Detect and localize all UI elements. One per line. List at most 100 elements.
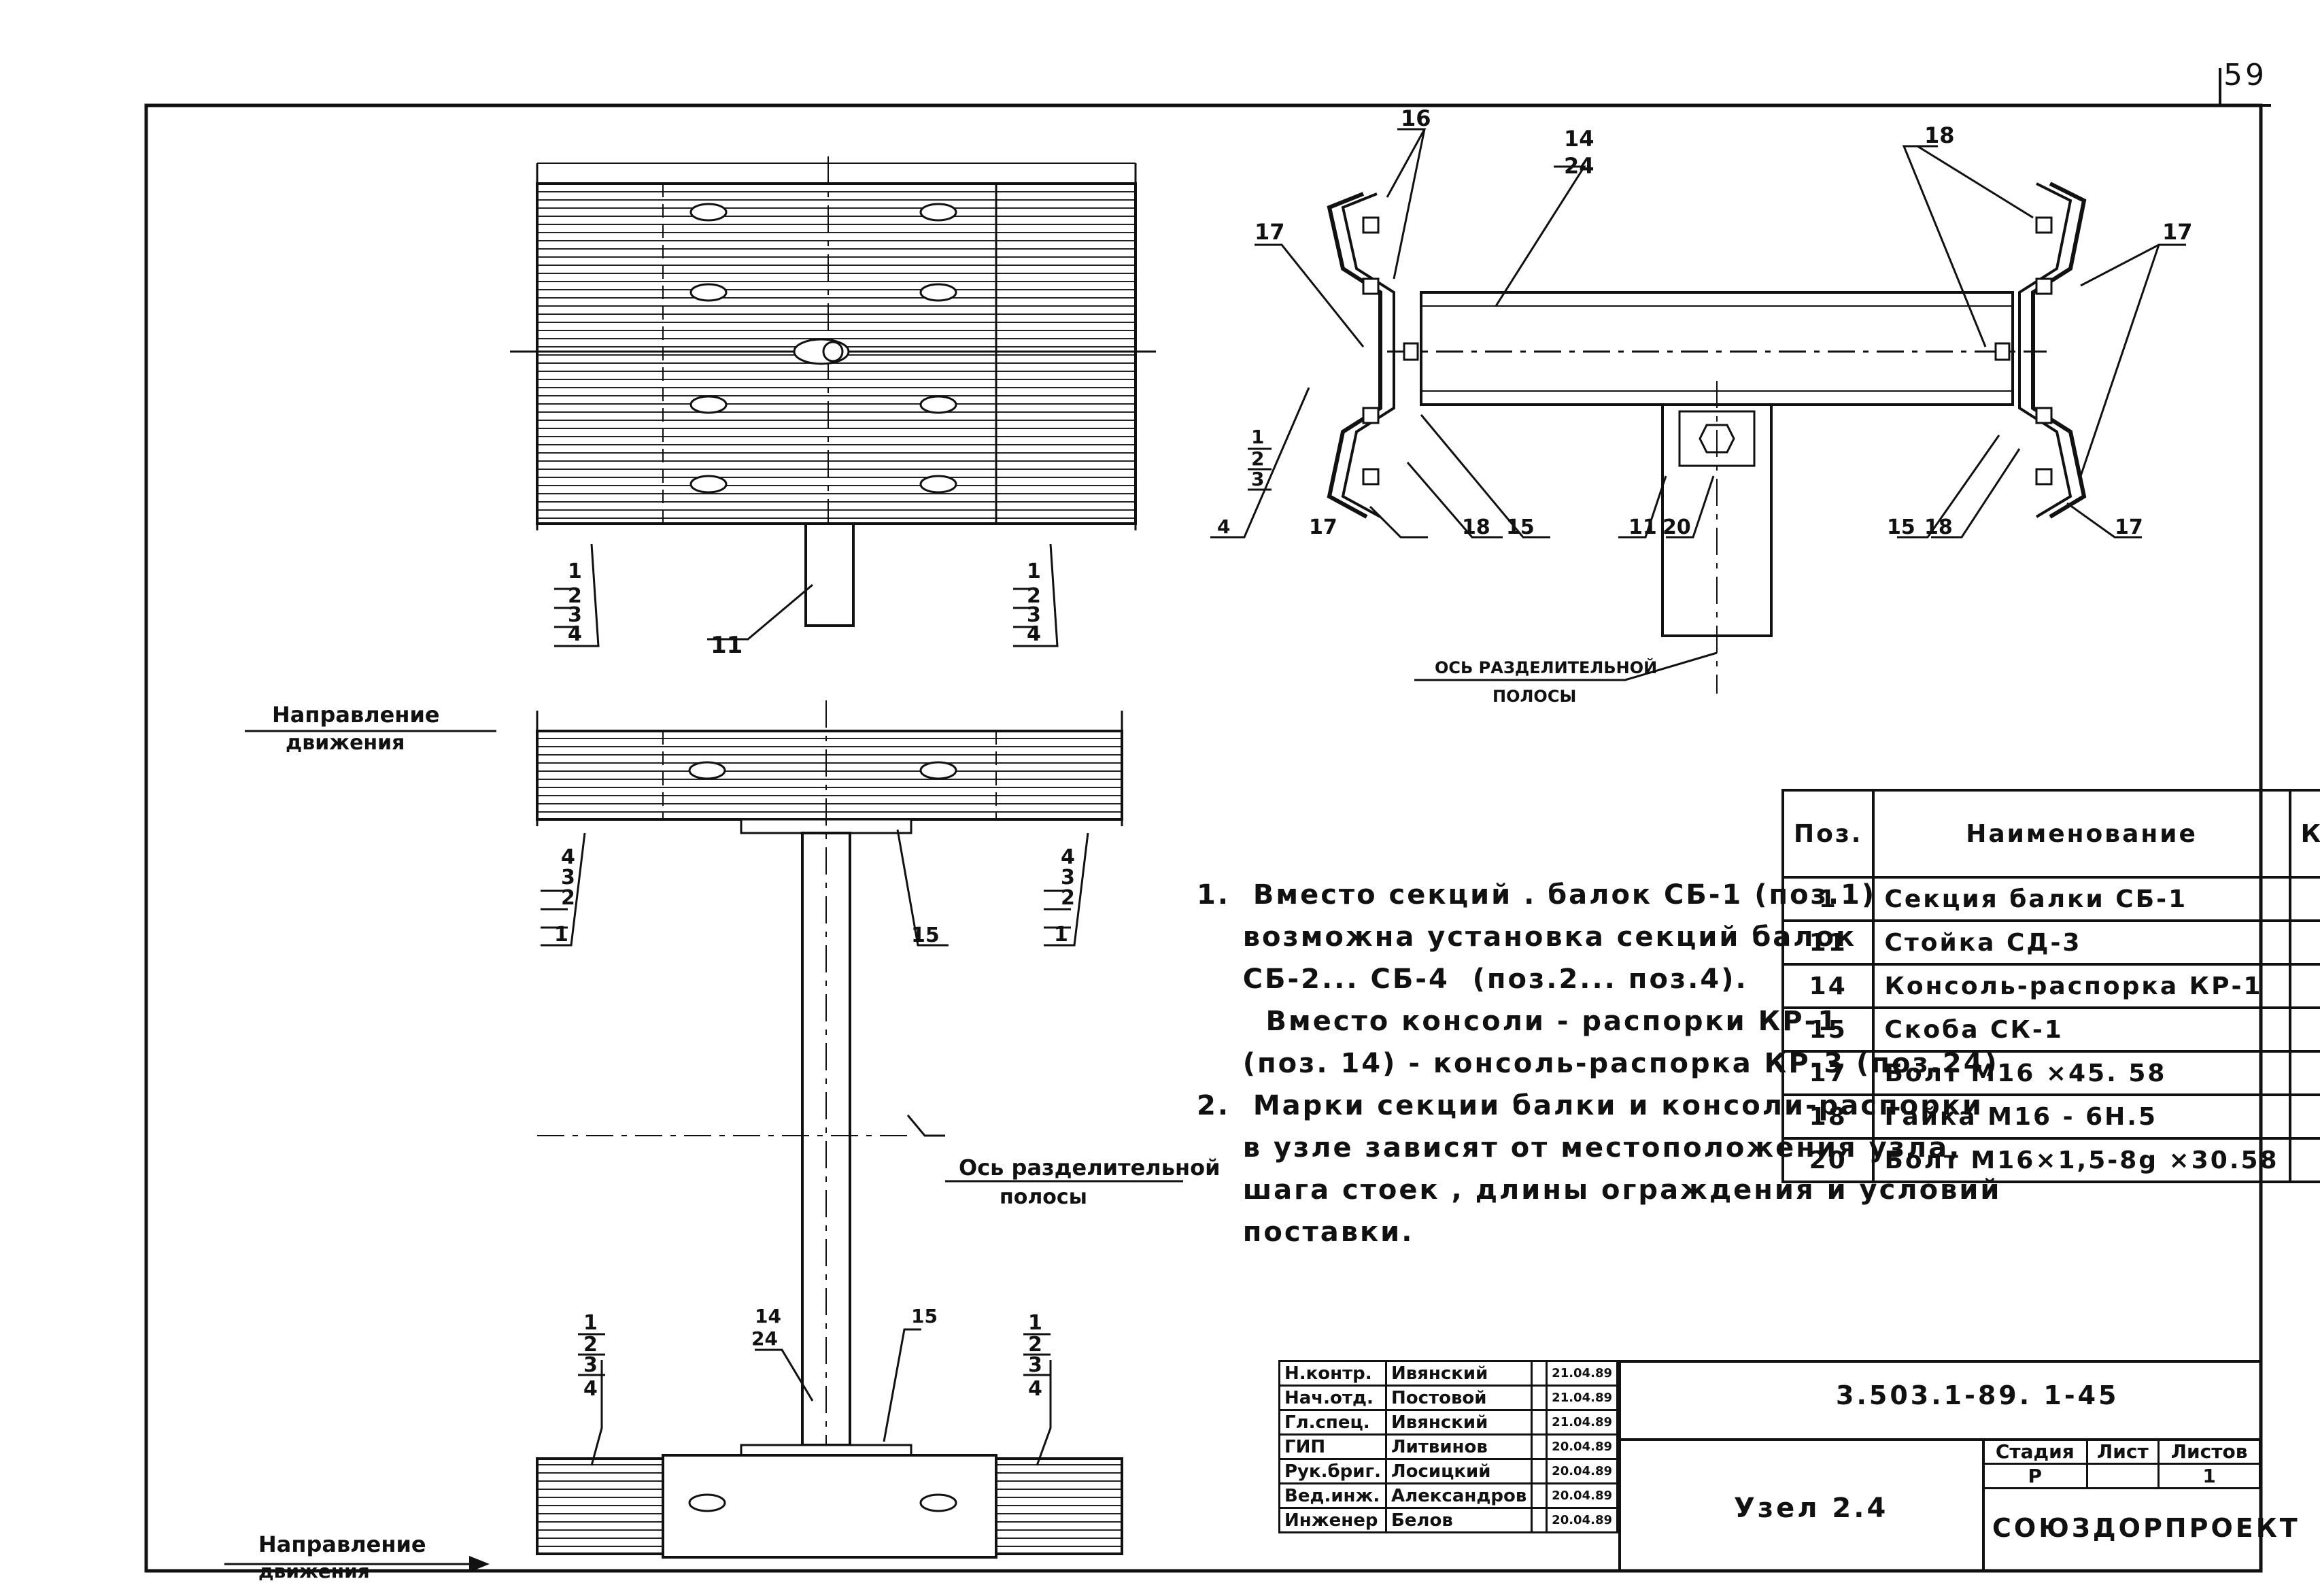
staff-date: 21.04.89: [1546, 1409, 1618, 1436]
svg-text:17: 17: [1255, 219, 1285, 245]
spec-qty: 2: [2288, 1006, 2320, 1053]
bolt-hole: [689, 475, 728, 494]
svg-text:2: 2: [1251, 447, 1264, 470]
signature: [1531, 1360, 1548, 1387]
sheet-number: 59: [2223, 58, 2267, 92]
spec-pos: 1: [1781, 876, 1875, 922]
post-plan: [804, 522, 855, 627]
staff-role: Инженер: [1278, 1507, 1387, 1533]
spec-header: Поз.: [1781, 789, 1875, 879]
stage-value-row: Р 1: [1982, 1463, 2261, 1489]
spec-name: Скоба СК-1: [1872, 1006, 2291, 1053]
svg-text:2: 2: [561, 886, 575, 910]
svg-text:16: 16: [1401, 105, 1431, 131]
svg-text:1: 1: [583, 1311, 598, 1335]
bolt-hole: [689, 395, 728, 414]
staff-date: 21.04.89: [1546, 1360, 1618, 1387]
staff-name: Лосицкий: [1384, 1458, 1533, 1484]
svg-text:2: 2: [1028, 1333, 1042, 1357]
bolt-hole: [919, 203, 957, 222]
svg-text:14: 14: [755, 1305, 781, 1327]
staff-name: Ивянский: [1384, 1409, 1533, 1436]
staff-name: Литвинов: [1384, 1433, 1533, 1460]
svg-text:15: 15: [911, 1305, 938, 1327]
staff-name: Белов: [1384, 1507, 1533, 1533]
stage-header: Листов: [2157, 1438, 2261, 1465]
svg-text:2: 2: [583, 1333, 598, 1357]
spec-pos: 11: [1781, 919, 1875, 966]
table-row: 18 Гайка М16 - 6Н.5 19: [1781, 1093, 2320, 1140]
svg-text:1: 1: [1054, 923, 1068, 947]
svg-text:4: 4: [1061, 845, 1075, 869]
spec-pos: 17: [1781, 1050, 1875, 1096]
table-row: 15 Скоба СК-1 2: [1781, 1006, 2320, 1053]
svg-text:4: 4: [1217, 515, 1230, 538]
top-label-11: 11: [711, 632, 743, 659]
spec-pos: 20: [1781, 1137, 1875, 1183]
table-row: 17 Болт М16 ×45. 58 18: [1781, 1050, 2320, 1096]
stage-value: 1: [2157, 1463, 2261, 1489]
spec-qty: 1: [2288, 1137, 2320, 1183]
stage-header: Стадия: [1982, 1438, 2088, 1465]
stage-header-row: Стадия Лист Листов: [1982, 1438, 2261, 1465]
note-line: СБ-2... СБ-4 (поз.2... поз.4).: [1197, 964, 1748, 995]
bolt-hole: [919, 395, 957, 414]
signature: [1531, 1385, 1548, 1411]
svg-text:4: 4: [1027, 622, 1041, 646]
svg-text:3: 3: [1028, 1353, 1042, 1377]
spec-name: Секция балки СБ-1: [1872, 876, 2291, 922]
svg-text:18: 18: [1924, 515, 1953, 539]
spec-name: Консоль-распорка КР-1: [1872, 963, 2291, 1009]
staff-role: Нач.отд.: [1278, 1385, 1387, 1411]
svg-text:движения: движения: [258, 1560, 370, 1582]
svg-text:1: 1: [1027, 560, 1041, 583]
spec-header-row: Поз. Наименование Кол.: [1781, 789, 2320, 879]
svg-text:18: 18: [1924, 122, 1955, 148]
svg-text:полосы: полосы: [1000, 1185, 1087, 1209]
spec-qty: 4: [2288, 876, 2320, 922]
spec-header: Наименование: [1872, 789, 2291, 879]
spec-pos: 15: [1781, 1006, 1875, 1053]
table-row: 1 Секция балки СБ-1 4: [1781, 876, 2320, 922]
drawing-title: Узел 2.4: [1734, 1493, 1889, 1524]
svg-text:15: 15: [911, 923, 940, 947]
svg-text:14: 14: [1564, 126, 1594, 152]
svg-text:15: 15: [1887, 515, 1915, 539]
staff-role: Вед.инж.: [1278, 1482, 1387, 1509]
svg-text:17: 17: [1309, 515, 1337, 539]
signature: [1531, 1507, 1548, 1533]
svg-text:1: 1: [1028, 1311, 1042, 1335]
svg-text:3: 3: [1251, 468, 1264, 490]
bolt-hole: [689, 203, 728, 222]
staff-name: Постовой: [1384, 1385, 1533, 1411]
svg-text:2: 2: [1027, 584, 1041, 608]
spec-name: Стойка СД-3: [1872, 919, 2291, 966]
spec-qty: 1: [2288, 919, 2320, 966]
svg-text:15: 15: [1506, 515, 1535, 539]
signature: [1531, 1433, 1548, 1460]
spec-header: Кол.: [2288, 789, 2320, 879]
svg-text:Направление: Направление: [272, 702, 440, 728]
beam-upper: [536, 730, 1123, 821]
staff-date: 20.04.89: [1546, 1482, 1618, 1509]
svg-text:Ось разделительной: Ось разделительной: [959, 1155, 1220, 1181]
spec-qty: 18: [2288, 1050, 2320, 1096]
svg-text:2: 2: [1061, 886, 1075, 910]
svg-text:18: 18: [1462, 515, 1490, 539]
bolt-hole: [919, 475, 957, 494]
organization-name: СОЮЗДОРПРОЕКТ: [1992, 1513, 2300, 1543]
svg-text:24: 24: [1564, 153, 1594, 179]
note-line: поставки.: [1197, 1217, 1414, 1248]
signature: [1531, 1409, 1548, 1436]
staff-date: 20.04.89: [1546, 1433, 1618, 1460]
stage-value: [2085, 1463, 2160, 1489]
staff-role: Рук.бриг.: [1278, 1458, 1387, 1484]
svg-text:20: 20: [1662, 515, 1691, 539]
